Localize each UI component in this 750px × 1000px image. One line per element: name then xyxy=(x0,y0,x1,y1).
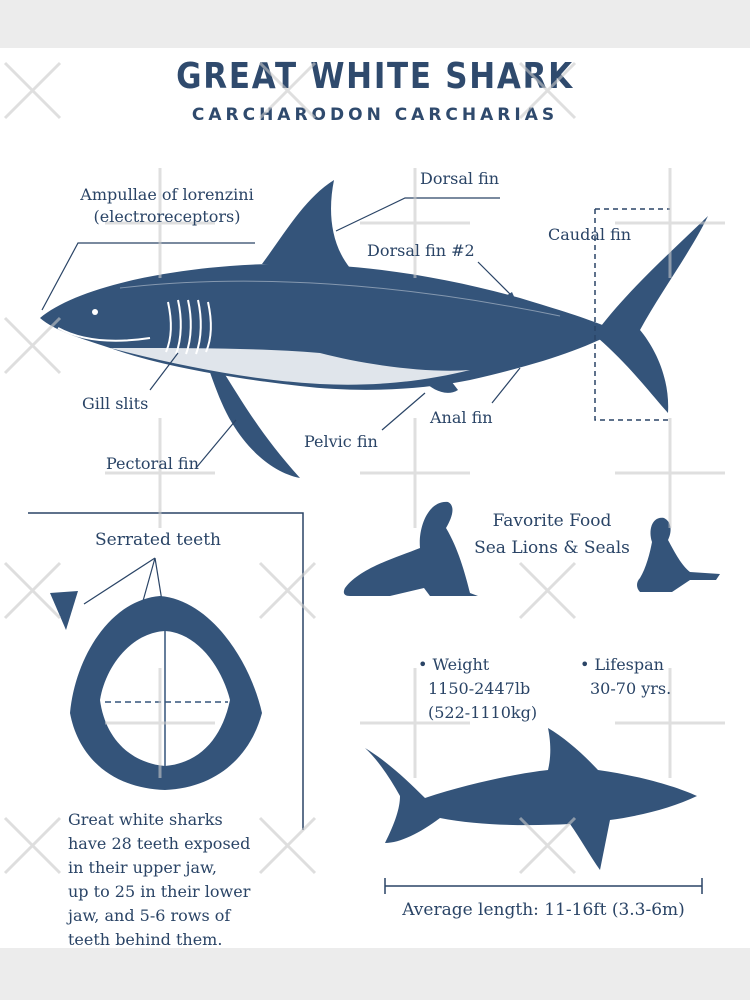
weight-label: • Weight xyxy=(418,655,490,674)
label-caudal-fin: Caudal fin xyxy=(548,225,632,244)
teeth-line: teeth behind them. xyxy=(68,930,223,948)
poster: GREAT WHITE SHARK CARCHARODON CARCHARIAS xyxy=(0,48,750,948)
page-subtitle: CARCHARODON CARCHARIAS xyxy=(191,105,559,125)
seal-right-icon xyxy=(637,517,720,592)
shark-silhouette-icon xyxy=(365,728,697,870)
shark-jaw-illustration xyxy=(70,596,262,790)
teeth-line: in their upper jaw, xyxy=(68,858,217,877)
favorite-food-title: Favorite Food xyxy=(492,511,612,531)
page-title: GREAT WHITE SHARK xyxy=(176,56,574,97)
weight-kg: (522-1110kg) xyxy=(428,703,538,722)
length-scale-bar xyxy=(384,878,703,894)
teeth-line: Great white sharks xyxy=(68,810,223,829)
lifespan-stat: • Lifespan 30-70 yrs. xyxy=(580,653,671,701)
label-dorsal-fin-2: Dorsal fin #2 xyxy=(367,241,475,260)
lifespan-label: • Lifespan xyxy=(580,655,664,674)
seal-left-icon xyxy=(343,501,478,596)
weight-stat: • Weight 1150-2447lb (522-1110kg) xyxy=(418,653,537,725)
label-dorsal-fin: Dorsal fin xyxy=(420,169,500,188)
gill-slits-marks xyxy=(165,299,212,355)
teeth-description: Great white sharks have 28 teeth exposed… xyxy=(68,808,288,948)
label-anal-fin: Anal fin xyxy=(430,408,493,427)
teeth-line: up to 25 in their lower xyxy=(68,882,251,901)
label-ampullae-line1: Ampullae of lorenzini xyxy=(80,185,254,204)
poster-artwork xyxy=(28,180,720,894)
leader-lines xyxy=(41,197,521,469)
weight-lb: 1150-2447lb xyxy=(428,679,531,698)
label-ampullae-line2: (electroreceptors) xyxy=(93,207,241,226)
teeth-heading: Serrated teeth xyxy=(95,530,222,550)
favorite-food: Favorite Food Sea Lions & Seals xyxy=(462,508,642,562)
favorite-food-value: Sea Lions & Seals xyxy=(474,538,630,558)
average-length: Average length: 11-16ft (3.3-6m) xyxy=(402,900,685,920)
teeth-line: jaw, and 5-6 rows of xyxy=(68,906,231,925)
label-gill-slits: Gill slits xyxy=(82,394,149,413)
label-pectoral-fin: Pectoral fin xyxy=(106,454,199,473)
lifespan-value: 30-70 yrs. xyxy=(590,679,672,698)
label-ampullae: Ampullae of lorenzini (electroreceptors) xyxy=(72,184,262,228)
label-pelvic-fin: Pelvic fin xyxy=(304,432,378,451)
watermark-overlay xyxy=(3,61,725,875)
teeth-line: have 28 teeth exposed xyxy=(68,834,251,853)
tooth-icon xyxy=(50,591,78,630)
